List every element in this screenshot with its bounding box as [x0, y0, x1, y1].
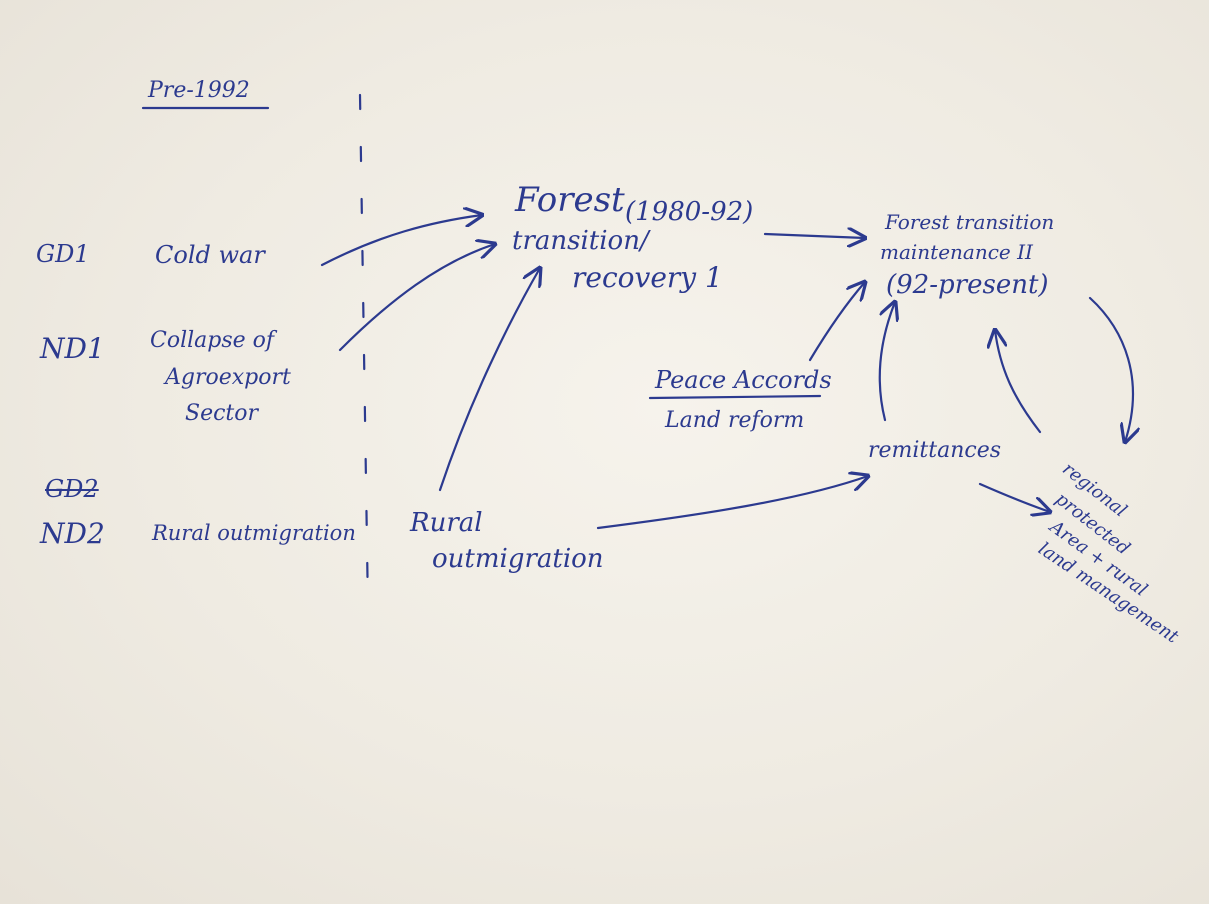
arrow-collapse-to-forest1	[338, 244, 495, 352]
driver-collapse-line3: Sector	[185, 401, 259, 426]
arrow-remittances-to-regional	[978, 482, 1050, 512]
arrow-rural-to-remittances	[596, 476, 868, 530]
remittances-label: remittances	[868, 438, 1002, 463]
row-code-gd1: GD1	[36, 240, 90, 268]
forest2-years: (92-present)	[886, 270, 1049, 300]
period-divider	[358, 93, 370, 612]
row-code-gd2: GD2	[45, 475, 99, 503]
rural-outmigration-mid-line1: Rural	[410, 508, 483, 538]
forest1-years: (1980-92)	[625, 197, 754, 227]
forest1-line1: Forest	[515, 180, 625, 220]
forest2-line1: Forest transition	[885, 210, 1055, 234]
driver-rural-outmigration: Rural outmigration	[152, 521, 356, 545]
arrow-rural-to-forest1	[438, 268, 540, 492]
peace-accords-underline	[648, 394, 822, 400]
driver-cold-war: Cold war	[155, 241, 265, 269]
arrow-forest1-to-forest2	[763, 234, 865, 238]
header-pre-1992: Pre-1992	[148, 78, 250, 103]
driver-collapse-line1: Collapse of	[150, 328, 275, 353]
land-reform-label: Land reform	[665, 408, 805, 433]
arrow-peace-to-forest2	[808, 282, 865, 362]
arrow-regional-to-forest2	[995, 330, 1042, 434]
driver-collapse-line2: Agroexport	[165, 365, 291, 390]
forest1-line3: recovery 1	[572, 261, 723, 294]
row-code-nd2: ND2	[40, 517, 105, 550]
arrow-coldwar-to-forest1	[320, 215, 482, 267]
row-code-nd1: ND1	[40, 332, 105, 365]
forest1-line2: transition/	[512, 226, 649, 256]
arrow-forest2-to-regional	[1088, 296, 1133, 442]
peace-accords-label: Peace Accords	[655, 366, 832, 394]
forest2-line2: maintenance II	[880, 240, 1033, 264]
rural-outmigration-mid-line2: outmigration	[432, 544, 604, 574]
arrow-remittances-to-forest2	[878, 302, 895, 422]
